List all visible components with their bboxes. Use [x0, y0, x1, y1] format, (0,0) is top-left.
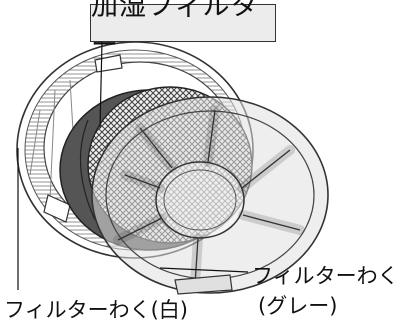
gray-frame-color-label: (グレー) [258, 294, 338, 318]
leader-line-gray-frame [159, 267, 249, 273]
filter-title: 加湿フィルター [91, 0, 259, 61]
leader-line-title [99, 41, 103, 129]
white-frame-label: フィルターわく(白) [4, 298, 188, 322]
gray-frame-label: フィルターわく [252, 264, 399, 288]
filter-title-box: 加湿フィルター [90, 0, 276, 61]
gray-frame [91, 96, 329, 295]
